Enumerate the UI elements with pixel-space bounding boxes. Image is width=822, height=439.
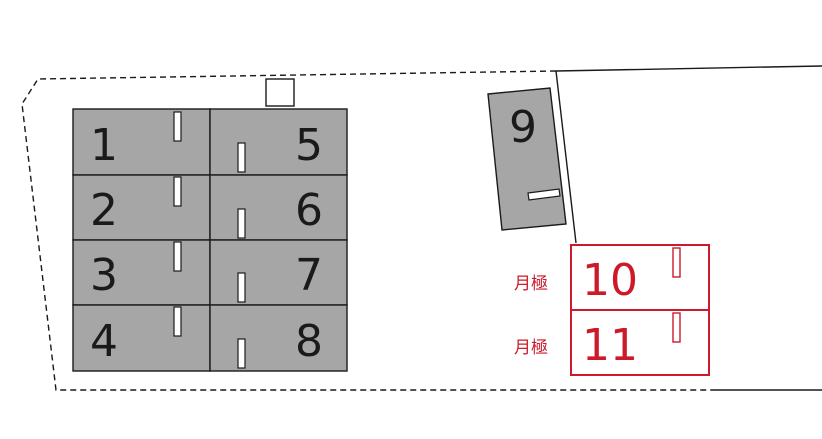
space-11-area bbox=[570, 309, 710, 376]
space-8[interactable]: 8 bbox=[209, 304, 348, 372]
space-6-area bbox=[209, 174, 348, 241]
lot-boundary bbox=[21, 70, 716, 391]
space-1-number: 1 bbox=[90, 120, 118, 171]
space-5-number: 5 bbox=[295, 120, 323, 171]
car-stop-3 bbox=[173, 241, 182, 272]
space-2[interactable]: 2 bbox=[72, 174, 211, 241]
space-10-area bbox=[570, 244, 710, 311]
space-3-number: 3 bbox=[90, 250, 118, 301]
car-stop-11 bbox=[672, 312, 681, 343]
space-4[interactable]: 4 bbox=[72, 304, 211, 372]
space-7-number: 7 bbox=[295, 250, 323, 301]
car-stop-6 bbox=[237, 208, 246, 239]
space-7[interactable]: 7 bbox=[209, 239, 348, 306]
space-9-number: 9 bbox=[509, 102, 537, 153]
car-stop-1 bbox=[173, 111, 182, 142]
marker-square bbox=[265, 78, 295, 107]
space-6-number: 6 bbox=[295, 185, 323, 236]
space-1[interactable]: 1 bbox=[72, 108, 211, 176]
space-7-area bbox=[209, 239, 348, 306]
car-stop-5 bbox=[237, 142, 246, 173]
car-stop-10 bbox=[672, 247, 681, 278]
car-stop-9 bbox=[527, 188, 561, 201]
space-1-area bbox=[72, 108, 211, 176]
space-4-number: 4 bbox=[90, 316, 118, 367]
building-wall bbox=[555, 65, 822, 391]
car-stop-8 bbox=[237, 338, 246, 369]
space-6[interactable]: 6 bbox=[209, 174, 348, 241]
space-5[interactable]: 5 bbox=[209, 108, 348, 176]
space-2-area bbox=[72, 174, 211, 241]
space-10-monthly-label: 月極 bbox=[514, 274, 548, 294]
space-10[interactable]: 10 月極 bbox=[514, 244, 710, 311]
space-11[interactable]: 11 月極 bbox=[514, 309, 710, 376]
space-5-area bbox=[209, 108, 348, 176]
car-stop-4 bbox=[173, 306, 182, 337]
space-11-number: 11 bbox=[582, 320, 638, 371]
space-2-number: 2 bbox=[90, 185, 118, 236]
space-3[interactable]: 3 bbox=[72, 239, 211, 306]
car-stop-7 bbox=[237, 272, 246, 303]
space-11-monthly-label: 月極 bbox=[514, 338, 548, 358]
space-8-area bbox=[209, 304, 348, 372]
space-10-number: 10 bbox=[582, 255, 638, 306]
car-stop-2 bbox=[173, 176, 182, 207]
space-3-area bbox=[72, 239, 211, 306]
space-8-number: 8 bbox=[295, 316, 323, 367]
space-9[interactable]: 9 bbox=[487, 87, 567, 231]
